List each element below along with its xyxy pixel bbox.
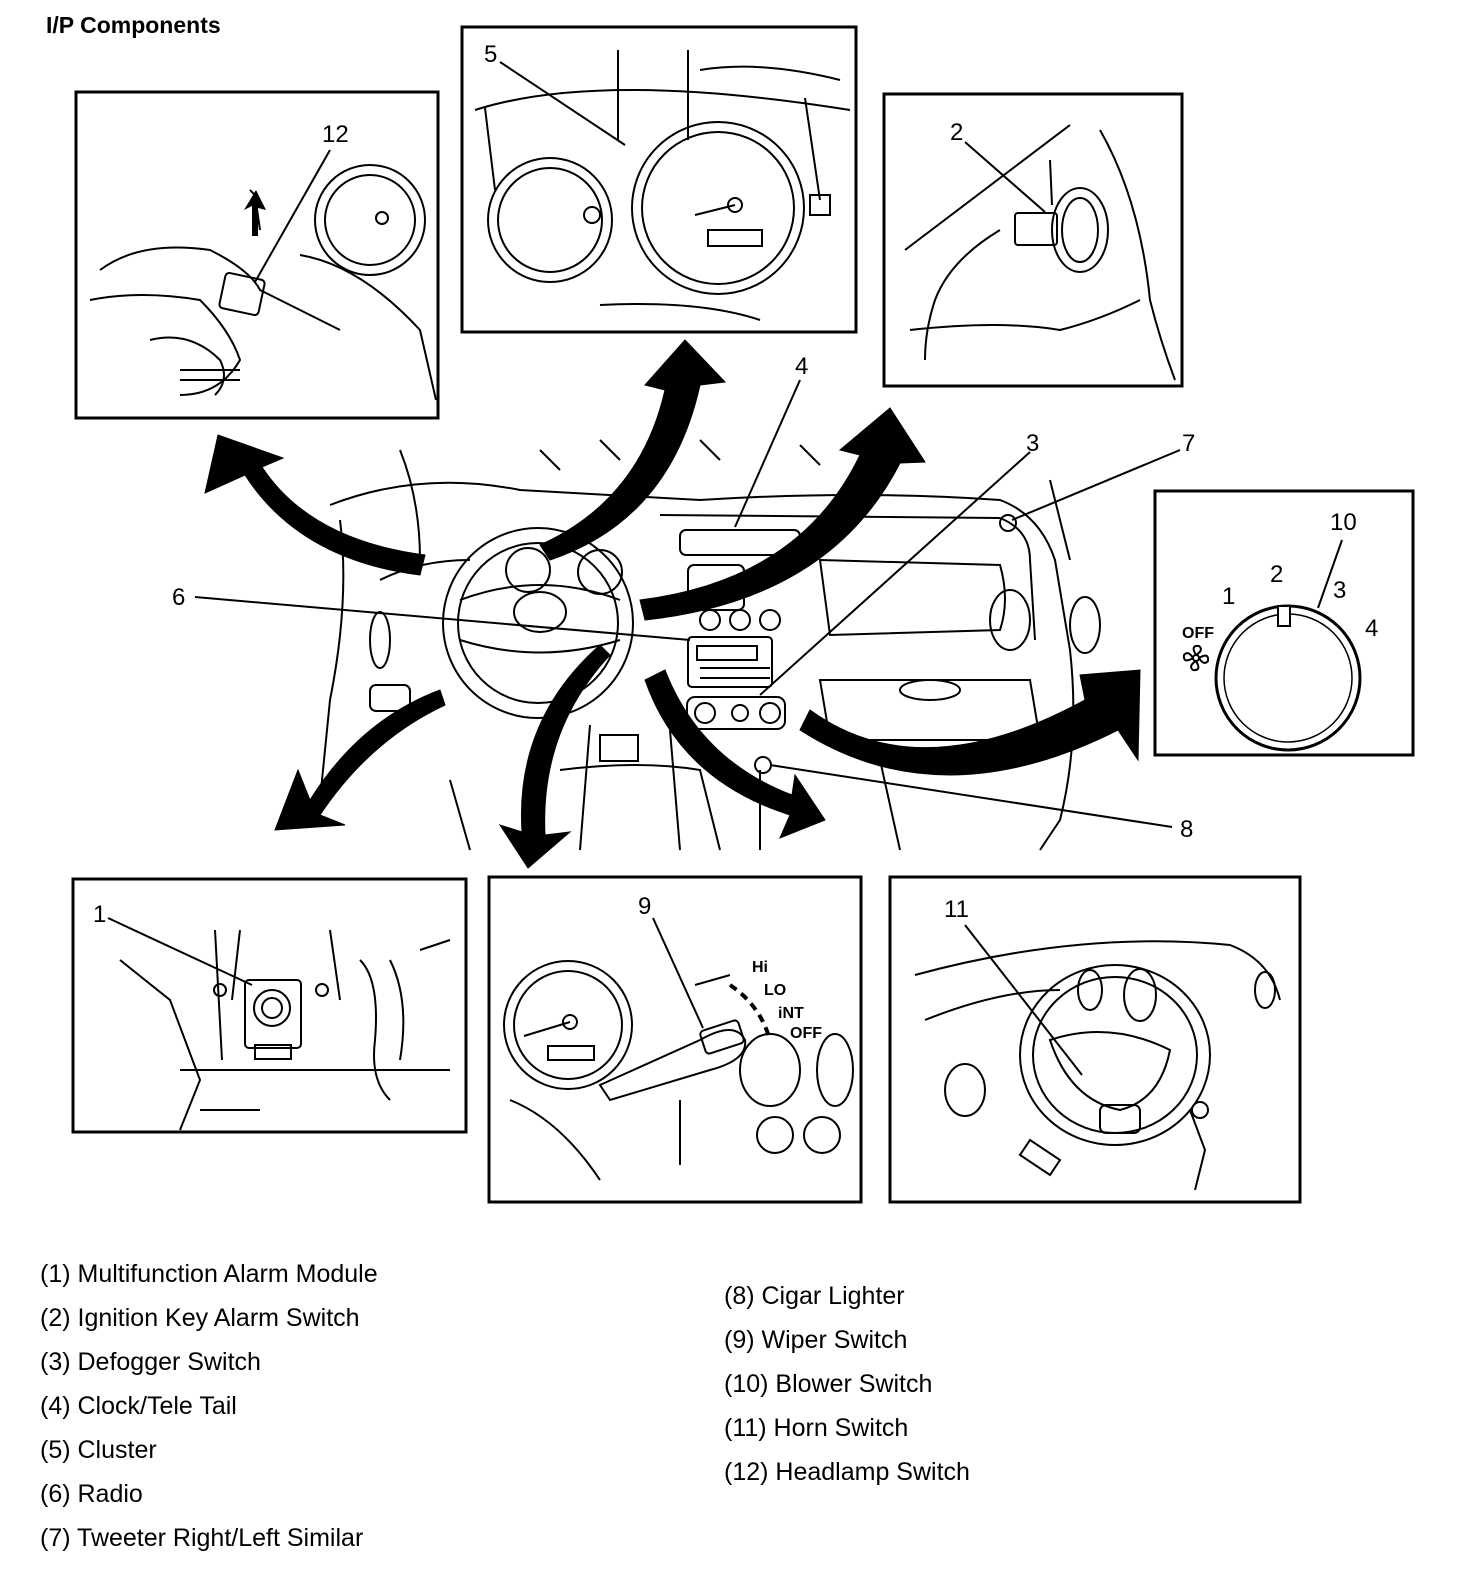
callout-2: 2	[950, 119, 963, 146]
page-title: I/P Components	[46, 12, 221, 38]
wiper-position-off: OFF	[790, 1025, 822, 1042]
callout-10: 10	[1330, 509, 1357, 536]
arrow-to-horn	[644, 669, 826, 839]
callout-9: 9	[638, 893, 651, 920]
wiper-position-int: iNT	[778, 1005, 804, 1022]
pointer-arrows	[204, 339, 1141, 869]
wiper-position-lo: LO	[764, 982, 786, 999]
blower-position-3: 3	[1333, 577, 1346, 604]
callout-11: 11	[944, 896, 969, 923]
legend-item: (9) Wiper Switch	[724, 1326, 908, 1354]
callout-7: 7	[1182, 430, 1195, 457]
arrow-to-headlamp	[204, 434, 426, 576]
callout-5: 5	[484, 41, 497, 68]
legend-item: (4) Clock/Tele Tail	[40, 1392, 237, 1420]
legend-item: (3) Defogger Switch	[40, 1348, 261, 1376]
legend-right-column: (8) Cigar Lighter (9) Wiper Switch (10) …	[724, 1274, 970, 1494]
legend-item: (8) Cigar Lighter	[724, 1282, 905, 1310]
legend-item: (2) Ignition Key Alarm Switch	[40, 1304, 360, 1332]
fan-icon	[1182, 644, 1210, 672]
callout-12: 12	[322, 121, 349, 148]
legend-item: (6) Radio	[40, 1480, 143, 1508]
legend-item: (1) Multifunction Alarm Module	[40, 1260, 378, 1288]
dashboard-sketch	[319, 439, 1101, 851]
wiper-position-hi: Hi	[752, 959, 768, 976]
arrow-to-blower	[799, 669, 1141, 776]
panel-ignition-key-switch: 2	[882, 92, 1184, 388]
panel-headlamp-switch: 12	[74, 90, 440, 420]
legend-left-column: (1) Multifunction Alarm Module (2) Ignit…	[40, 1252, 378, 1560]
blower-position-off: OFF	[1182, 625, 1214, 642]
arrow-to-cluster	[539, 339, 727, 561]
arrow-to-key-switch	[639, 407, 926, 621]
arrow-to-alarm-module	[274, 689, 446, 831]
leader-lines	[194, 379, 1181, 828]
blower-position-2: 2	[1270, 561, 1283, 588]
panel-blower-switch: 10 1 2 3 4 OFF	[1153, 489, 1415, 757]
callout-6: 6	[172, 584, 185, 611]
legend-item: (11) Horn Switch	[724, 1414, 909, 1442]
legend-item: (10) Blower Switch	[724, 1370, 933, 1398]
panel-horn-switch: 11	[888, 875, 1302, 1204]
panel-alarm-module: 1	[71, 877, 468, 1134]
blower-position-1: 1	[1222, 583, 1235, 610]
legend-item: (7) Tweeter Right/Left Similar	[40, 1524, 364, 1552]
legend-item: (5) Cluster	[40, 1436, 157, 1464]
callout-3: 3	[1026, 430, 1039, 457]
panel-wiper-switch: 9 Hi LO iNT OFF	[487, 875, 863, 1204]
panel-cluster: 5	[460, 25, 858, 334]
legend-item: (12) Headlamp Switch	[724, 1458, 970, 1486]
ip-components-diagram: 12 5	[71, 25, 1415, 1204]
callout-4: 4	[795, 353, 808, 380]
callout-1: 1	[93, 901, 106, 928]
arrow-to-wiper	[498, 644, 611, 869]
blower-position-4: 4	[1365, 615, 1378, 642]
callout-8: 8	[1180, 816, 1193, 843]
